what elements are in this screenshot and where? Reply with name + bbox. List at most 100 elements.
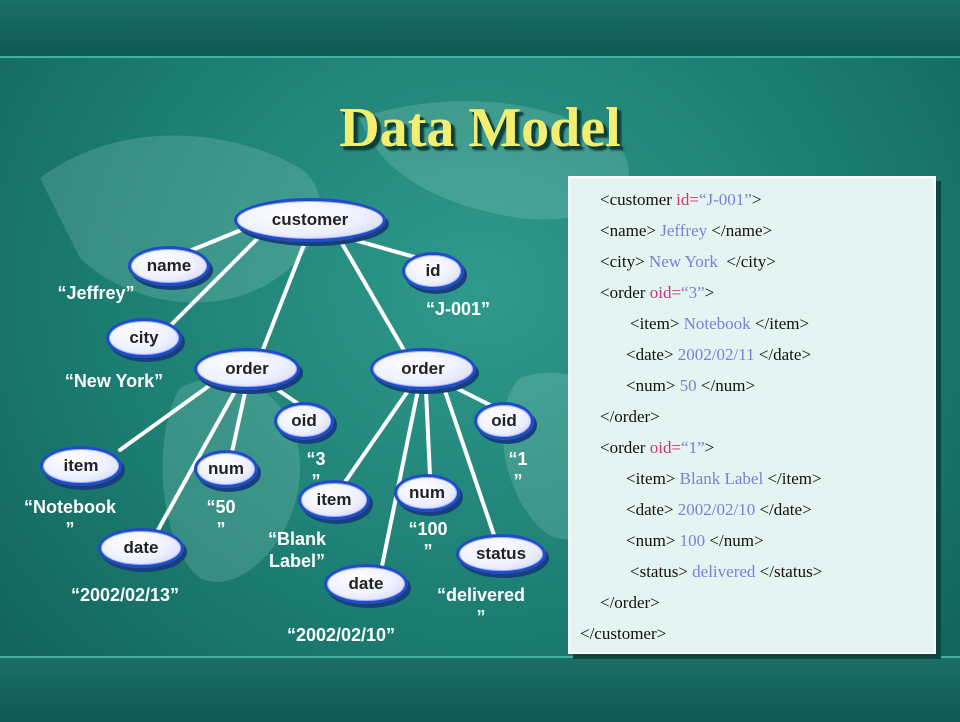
xml-line: <city> New York </city> <box>580 246 934 277</box>
node-id: id <box>402 252 464 290</box>
xml-tag: <order <box>600 438 650 457</box>
xml-tag: </num> <box>700 376 756 395</box>
value-oid-2: “1 ” <box>508 449 528 491</box>
edge-order2-num <box>424 388 432 478</box>
xml-tag: </city> <box>722 252 776 271</box>
node-order-1: order <box>194 348 300 390</box>
xml-line: <num> 50 </num> <box>580 370 934 401</box>
edge-order2-status <box>442 386 497 540</box>
value-date-1: “2002/02/13” <box>70 585 180 605</box>
xml-text: 2002/02/11 <box>673 345 759 364</box>
node-num-1: num <box>194 450 258 488</box>
xml-tag: </customer> <box>580 624 667 643</box>
node-name: name <box>128 246 210 286</box>
xml-line: <customer id=“J-001”> <box>580 184 934 215</box>
xml-line: <item> Blank Label </item> <box>580 463 934 494</box>
xml-tag: </order> <box>600 407 660 426</box>
xml-attr: id= <box>676 190 699 209</box>
xml-tag: <date> <box>626 345 674 364</box>
xml-line: <date> 2002/02/11 </date> <box>580 339 934 370</box>
xml-text: “1” <box>681 438 705 457</box>
xml-tag: </name> <box>711 221 773 240</box>
edge-order1-num <box>230 386 248 454</box>
xml-line: <date> 2002/02/10 </date> <box>580 494 934 525</box>
xml-tag: <order <box>600 283 650 302</box>
value-item-2: “Blank Label” <box>267 529 327 571</box>
edge-customer-order1 <box>260 240 307 354</box>
xml-tag: > <box>751 190 762 209</box>
value-id: “J-001” <box>425 299 491 319</box>
edge-order2-item <box>343 386 412 484</box>
bottom-band <box>0 656 960 722</box>
xml-tag: <date> <box>626 500 674 519</box>
xml-tag: </status> <box>759 562 823 581</box>
edge-order1-oid <box>270 384 302 407</box>
xml-line: </order> <box>580 587 934 618</box>
xml-line: <item> Notebook </item> <box>580 308 934 339</box>
value-item-1: “Notebook ” <box>24 497 116 539</box>
xml-line: <num> 100 </num> <box>580 525 934 556</box>
top-band <box>0 0 960 58</box>
value-city: “New York” <box>64 371 164 391</box>
xml-attr: oid= <box>649 283 682 302</box>
xml-tag: </num> <box>709 531 764 550</box>
edge-customer-name <box>190 226 248 252</box>
value-num-2: “100 ” <box>408 519 448 561</box>
xml-line: </order> <box>580 401 934 432</box>
node-oid-1: oid <box>274 402 334 440</box>
value-name: “Jeffrey” <box>57 283 135 303</box>
edge-customer-id <box>338 234 420 260</box>
edge-order2-date <box>380 388 420 568</box>
xml-text: delivered <box>687 562 760 581</box>
xml-line: <status> delivered </status> <box>580 556 934 587</box>
edge-customer-city <box>168 236 260 328</box>
xml-text: New York <box>644 252 723 271</box>
xml-tag: <city> <box>600 252 645 271</box>
xml-text: 100 <box>675 531 710 550</box>
xml-tag: <item> <box>630 314 680 333</box>
value-date-2: “2002/02/10” <box>286 625 396 645</box>
node-num-2: num <box>394 474 460 512</box>
node-city: city <box>106 318 182 358</box>
node-order-2: order <box>370 348 476 390</box>
edge-order1-item <box>118 376 222 452</box>
slide-title: Data Model <box>339 97 621 159</box>
xml-tag: <name> <box>600 221 656 240</box>
xml-tag: <num> <box>626 376 676 395</box>
xml-text: 50 <box>675 376 701 395</box>
edge-order2-oid <box>446 382 492 407</box>
xml-line: <name> Jeffrey </name> <box>580 215 934 246</box>
node-status: status <box>456 534 546 574</box>
node-item-1: item <box>40 446 122 486</box>
xml-line: <order oid=“1”> <box>580 432 934 463</box>
xml-text: Jeffrey <box>656 221 712 240</box>
xml-text: “3” <box>681 283 705 302</box>
xml-tag: </item> <box>767 469 822 488</box>
node-date-1: date <box>98 528 184 568</box>
node-item-2: item <box>298 480 370 520</box>
xml-attr: oid= <box>649 438 682 457</box>
xml-tag: </item> <box>754 314 810 333</box>
xml-tag: > <box>704 438 715 457</box>
xml-text: Notebook <box>679 314 755 333</box>
xml-text: Blank Label <box>675 469 768 488</box>
value-status: “delivered ” <box>436 585 526 627</box>
xml-panel: <customer id=“J-001”> <name> Jeffrey </n… <box>568 176 936 654</box>
xml-text: “J-001” <box>698 190 752 209</box>
xml-tag: > <box>704 283 715 302</box>
xml-line: </customer> <box>580 618 934 649</box>
xml-tag: </date> <box>759 500 812 519</box>
xml-line: <order oid=“3”> <box>580 277 934 308</box>
xml-tag: </date> <box>758 345 812 364</box>
node-date-2: date <box>324 564 408 604</box>
xml-tag: <status> <box>630 562 688 581</box>
value-oid-1: “3 ” <box>306 449 326 491</box>
value-num-1: “50 ” <box>206 497 236 539</box>
xml-text: 2002/02/10 <box>673 500 760 519</box>
node-customer: customer <box>234 198 386 242</box>
xml-tag: <num> <box>626 531 676 550</box>
node-oid-2: oid <box>474 402 534 440</box>
xml-tag: <item> <box>626 469 676 488</box>
edge-customer-order2 <box>338 238 407 354</box>
xml-tag: </order> <box>600 593 660 612</box>
